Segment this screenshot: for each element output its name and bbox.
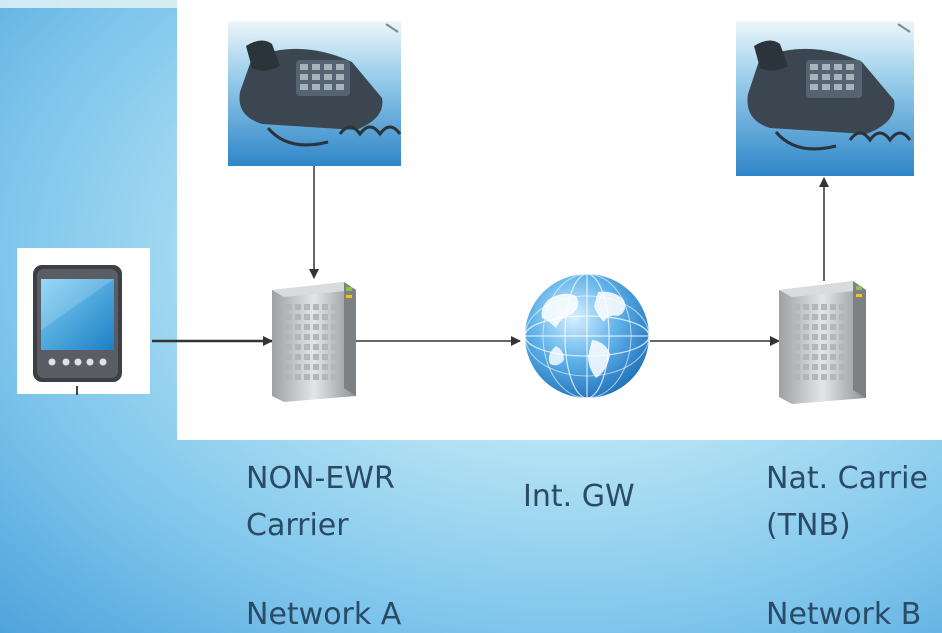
- desk-phone-icon: [736, 21, 914, 176]
- carrier-a-label-line1: NON-EWR: [246, 461, 395, 496]
- carrier-b-label-line1: Nat. Carrie: [766, 461, 928, 496]
- server-icon: [779, 281, 866, 404]
- network-b-label: Network B: [766, 597, 922, 632]
- desk-phone-icon: [228, 21, 402, 166]
- gateway-label: Int. GW: [523, 479, 635, 514]
- tablet-icon: [33, 265, 122, 395]
- server-icon: [272, 282, 356, 402]
- network-a-label: Network A: [246, 597, 402, 632]
- globe-icon: [524, 273, 650, 399]
- carrier-b-label-line2: (TNB): [766, 508, 851, 543]
- carrier-a-label-line2: Carrier: [246, 508, 349, 543]
